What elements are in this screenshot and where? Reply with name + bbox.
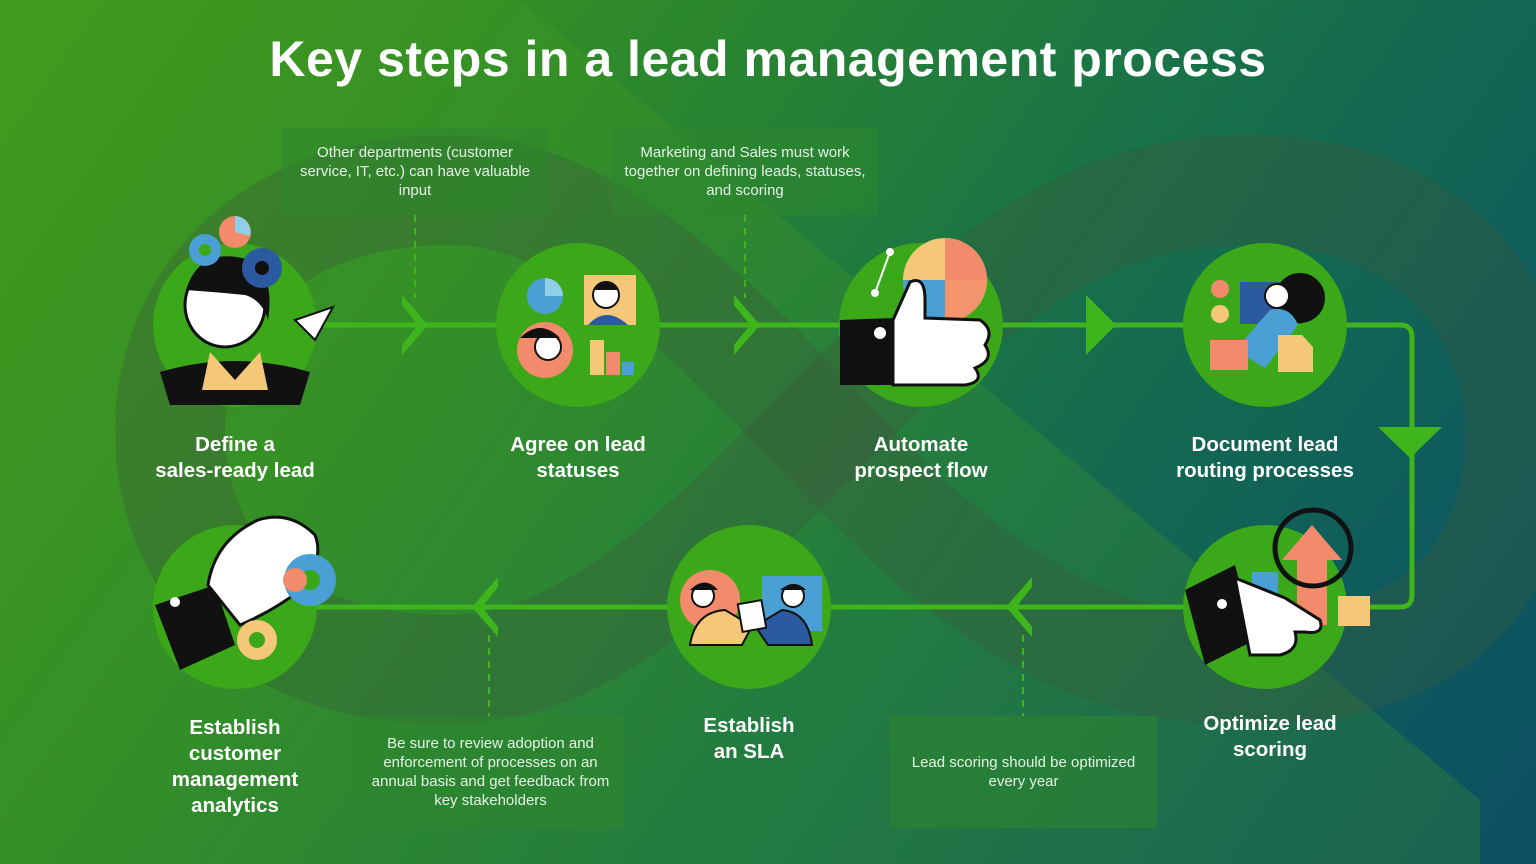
dashed-note-connectors [414,215,1024,716]
flow-arrows [402,295,1442,637]
step-document-label: Document lead routing processes [1176,433,1354,482]
step-agree-icon-group [496,243,660,407]
handshake-agreement-icon [680,570,822,646]
arrow-left-1 [1006,577,1032,637]
page-title: Key steps in a lead management process [269,31,1267,87]
step-analytics-icon-group [153,515,336,689]
step-agree-label: Agree on lead statuses [510,433,646,482]
note-review-adoption: Be sure to review adoption and enforceme… [357,716,624,828]
step-define-icon-group [153,216,336,407]
magnifier-growth-icon [1185,507,1370,665]
arrow-right-2 [734,295,760,355]
person-with-gears-icon [160,216,336,405]
arrow-right-1 [402,295,428,355]
step-analytics-label: Establish customer management analytics [171,716,299,817]
step-define-label: Define a sales-ready lead [155,433,315,482]
note-lead-scoring-yearly: Lead scoring should be optimized every y… [890,716,1157,828]
note-other-departments: Other departments (customer service, IT,… [282,128,548,215]
step-sla-icon-group [667,525,831,689]
step-optimize-label: Optimize lead scoring [1203,712,1337,761]
step-optimize-icon-group [1183,507,1370,689]
team-chat-icon [517,275,636,378]
thumbs-up-pie-chart-icon [840,238,991,387]
hand-with-gear-icon [155,515,336,670]
flow-connector [235,322,1415,610]
arrow-left-2 [472,577,498,637]
arrow-down [1378,427,1442,458]
step-automate-icon-group [839,238,1003,407]
arrow-right-3 [1086,295,1116,355]
step-document-icon-group [1183,243,1347,407]
note-marketing-sales: Marketing and Sales must work together o… [612,128,878,215]
step-sla-label: Establish an SLA [703,714,795,763]
person-organizing-icon [1210,273,1325,372]
step-automate-label: Automate prospect flow [854,433,988,482]
